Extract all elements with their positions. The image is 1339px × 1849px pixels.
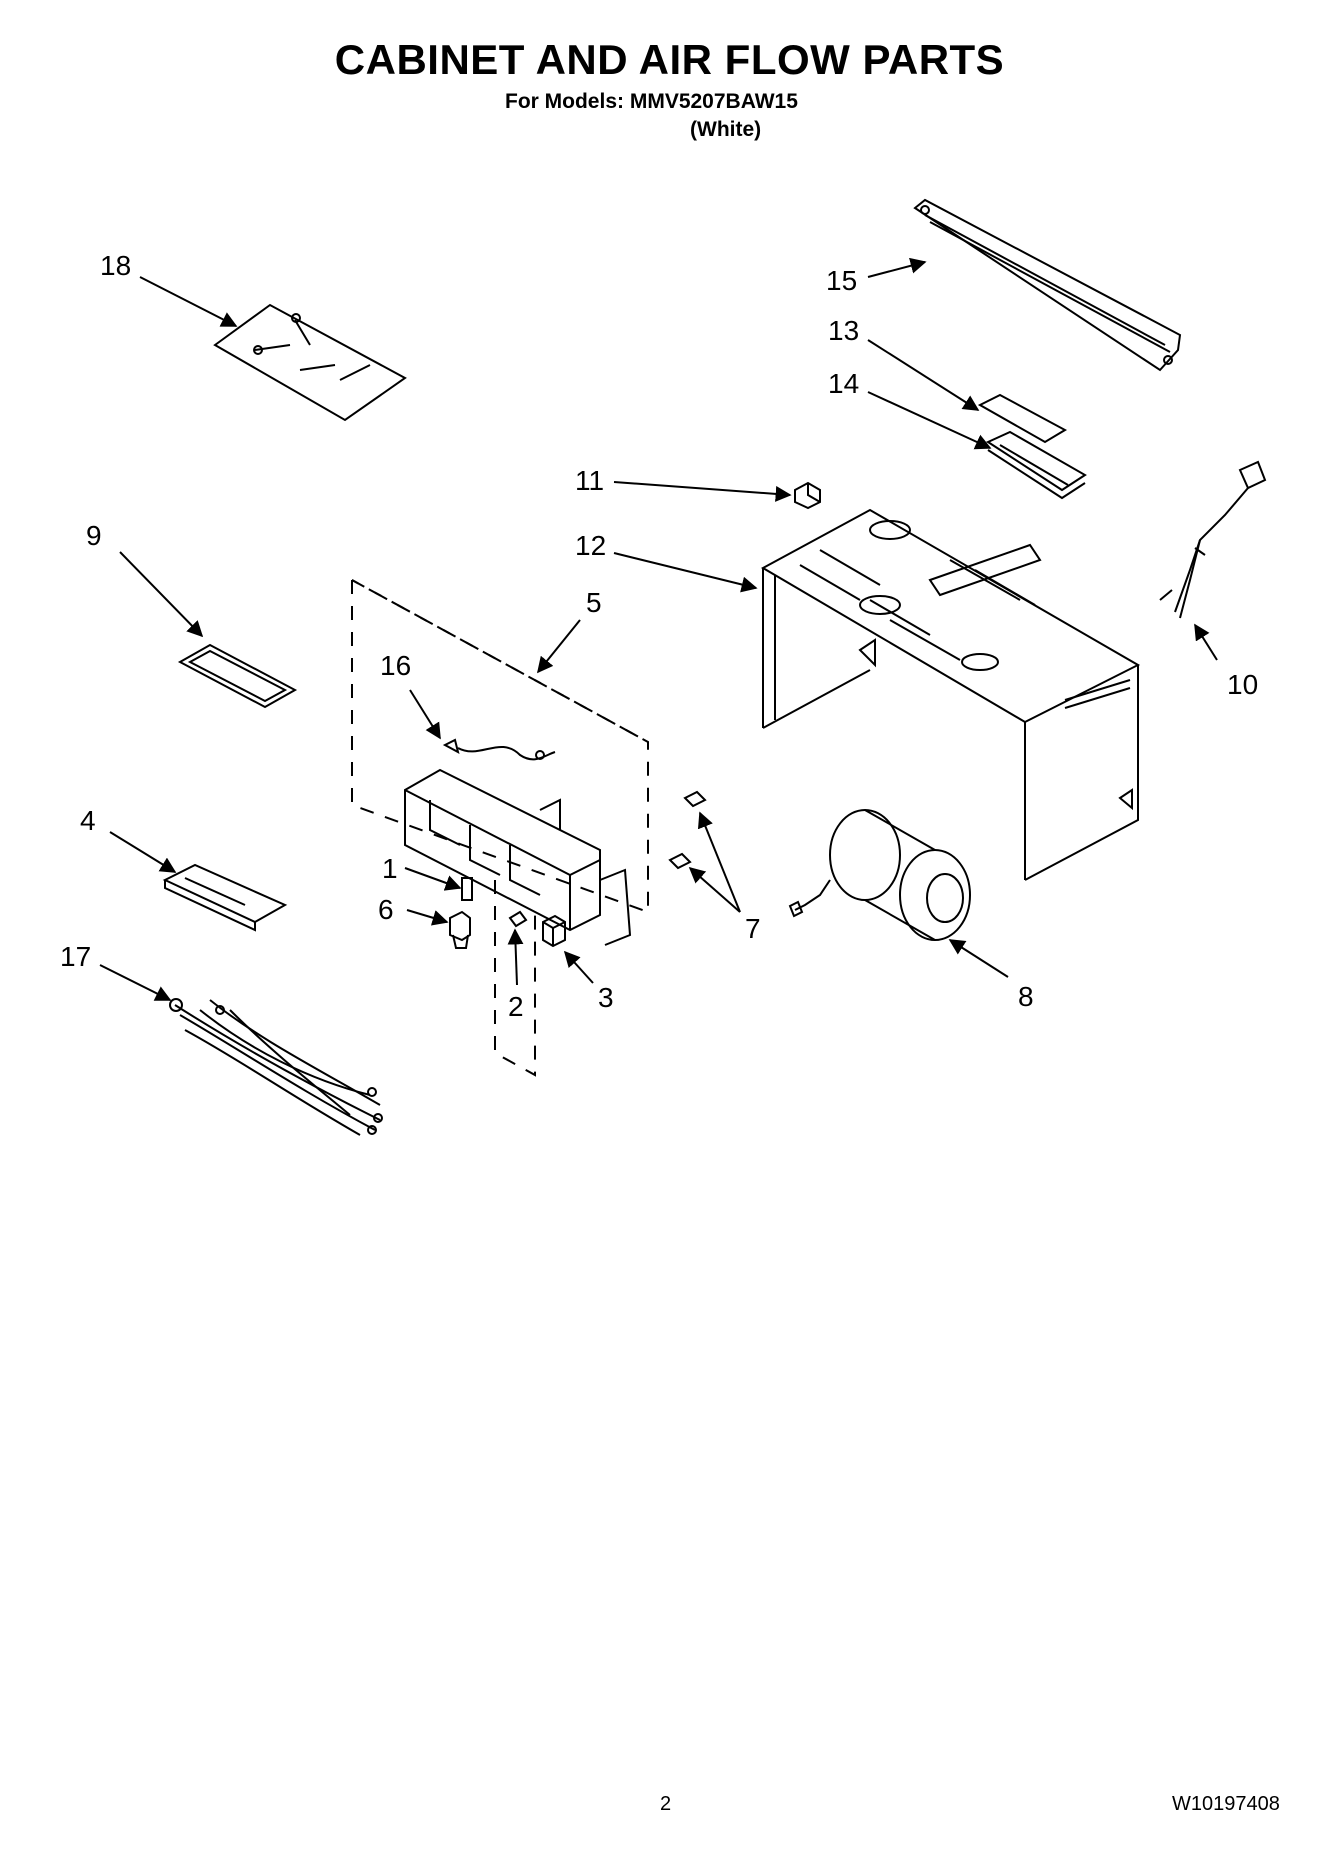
callout-15: 15 xyxy=(826,265,857,296)
callout-numbers: 18 15 13 14 11 12 9 5 16 10 4 1 6 7 17 2… xyxy=(60,250,1258,1022)
document-number: W10197408 xyxy=(1172,1793,1280,1815)
models-line: For Models: MMV5207BAW15 xyxy=(505,90,798,113)
blower-motor-drawing xyxy=(788,809,971,941)
color-variant: (White) xyxy=(690,118,762,141)
callout-2: 2 xyxy=(508,991,524,1022)
charcoal-filter-drawing xyxy=(177,643,298,709)
callout-5: 5 xyxy=(586,587,602,618)
callout-1: 1 xyxy=(382,853,398,884)
wire-lead-drawing xyxy=(442,738,556,761)
relay-drawing xyxy=(542,914,566,948)
page-title: CABINET AND AIR FLOW PARTS xyxy=(334,36,1005,83)
callout-16: 16 xyxy=(380,650,411,681)
callout-10: 10 xyxy=(1227,669,1258,700)
callout-11: 11 xyxy=(575,465,604,496)
cover-drawing xyxy=(162,863,288,932)
callout-14: 14 xyxy=(828,368,859,399)
cabinet-drawing xyxy=(760,508,1141,881)
callout-7: 7 xyxy=(745,913,761,944)
callout-8: 8 xyxy=(1018,981,1034,1012)
switch-drawing xyxy=(508,910,528,928)
callout-18: 18 xyxy=(100,250,131,281)
control-bracket-drawing xyxy=(404,768,632,946)
callout-13: 13 xyxy=(828,315,859,346)
callout-6: 6 xyxy=(378,894,394,925)
retainer-clips-drawing xyxy=(668,790,707,870)
power-cord-drawing xyxy=(1159,460,1267,619)
page-number: 2 xyxy=(660,1793,672,1815)
callout-12: 12 xyxy=(575,530,606,561)
filter-plate-drawing xyxy=(977,393,1068,444)
callout-17: 17 xyxy=(60,941,91,972)
thermostat-drawing xyxy=(449,910,471,949)
control-bracket-assembly-outline xyxy=(351,579,649,1077)
wire-harness-drawing xyxy=(169,998,383,1136)
top-rail-drawing xyxy=(913,198,1182,372)
grille-frame-drawing xyxy=(985,430,1087,500)
callout-3: 3 xyxy=(598,982,614,1013)
hardware-bag-drawing xyxy=(213,303,407,422)
clip-drawing xyxy=(794,481,821,510)
callout-9: 9 xyxy=(86,520,102,551)
callout-leaders xyxy=(99,257,1218,1001)
fuse-drawing xyxy=(461,877,473,901)
callout-4: 4 xyxy=(80,805,96,836)
